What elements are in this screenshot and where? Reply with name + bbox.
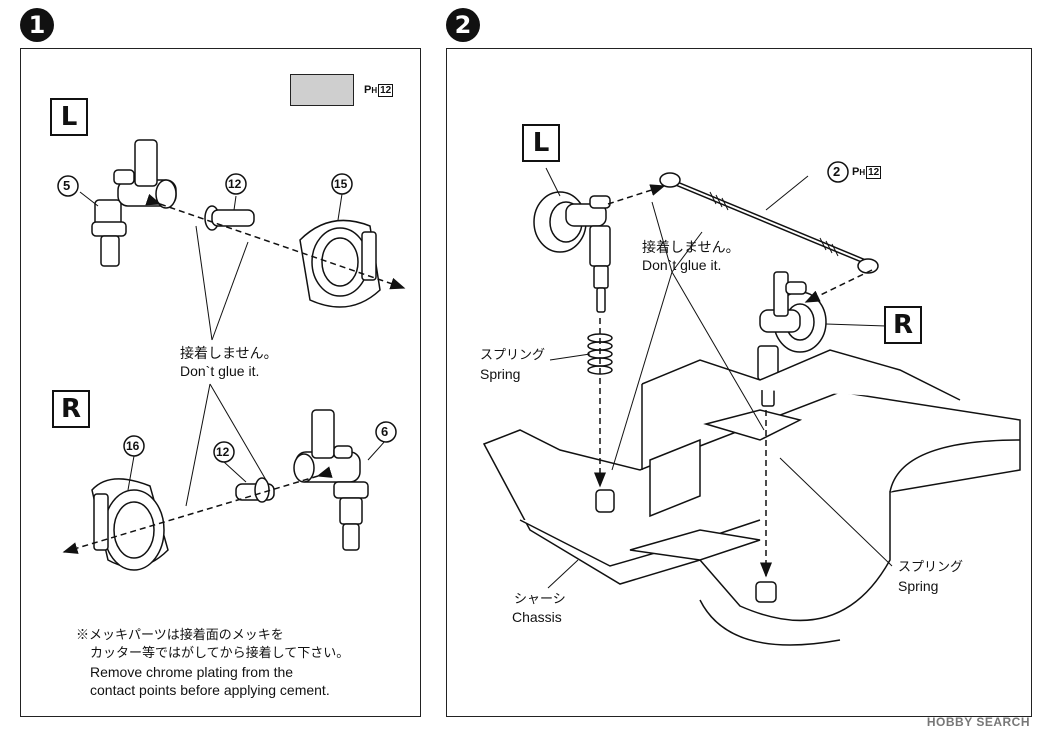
step-1-panel (20, 48, 421, 717)
step-2-number: 2 (446, 8, 480, 42)
part-number-12-l: 12 (228, 177, 242, 191)
part-number-16: 16 (126, 439, 140, 453)
chassis-label-jp: シャーシ (514, 591, 566, 606)
l-wheel-part-15 (299, 219, 381, 308)
paint-number: 12 (866, 166, 882, 179)
step2-left-label: L (522, 124, 560, 162)
chrome-note-en-1: Remove chrome plating from the (90, 664, 294, 680)
chassis-label-en: Chassis (512, 609, 562, 625)
tie-rod-part-2 (659, 172, 879, 274)
paint-prefix: P (852, 166, 860, 178)
step2-r-upright (757, 271, 827, 407)
spring-label-right-jp: スプリング (898, 559, 964, 574)
step2-note-jp: 接着しません。 (642, 239, 740, 255)
part-number-6: 6 (381, 424, 389, 439)
r-pin-part-12 (235, 477, 275, 503)
chrome-note-en-2: contact points before applying cement. (90, 682, 330, 698)
part-number-5: 5 (63, 178, 71, 193)
step-1-number: 1 (20, 8, 54, 42)
spring-label-left-en: Spring (480, 366, 521, 382)
part-number-12-r: 12 (216, 445, 230, 459)
step2-l-upright (533, 191, 611, 313)
chrome-note-jp-2: カッター等ではがしてから接着して下さい。 (90, 645, 350, 660)
step2-right-label: R (884, 306, 922, 344)
paint-prefix: P (364, 84, 372, 96)
paint-number: 12 (378, 84, 394, 97)
step1-right-label: R (52, 390, 90, 428)
spring-label-left-jp: スプリング (480, 347, 546, 362)
paint-sub: H (371, 86, 378, 95)
step2-note-en: Don`t glue it. (642, 257, 722, 273)
chrome-note-jp-1: ※メッキパーツは接着面のメッキを (76, 627, 284, 642)
paint-sub: H (859, 168, 866, 177)
spring-label-right-en: Spring (898, 578, 939, 594)
step1-note-en: Don`t glue it. (180, 363, 260, 379)
step1-note-jp: 接着しません。 (180, 345, 278, 361)
watermark: HOBBY SEARCH (926, 715, 1030, 729)
part-number-15: 15 (334, 177, 348, 191)
r-wheel-part-16 (91, 478, 169, 571)
chassis (482, 349, 1021, 646)
l-pin-part-12 (204, 205, 255, 231)
part-number-2: 2 (833, 164, 841, 179)
step1-left-label: L (50, 98, 88, 136)
l-knuckle-part-5 (91, 139, 177, 267)
paint-swatch (290, 74, 354, 106)
